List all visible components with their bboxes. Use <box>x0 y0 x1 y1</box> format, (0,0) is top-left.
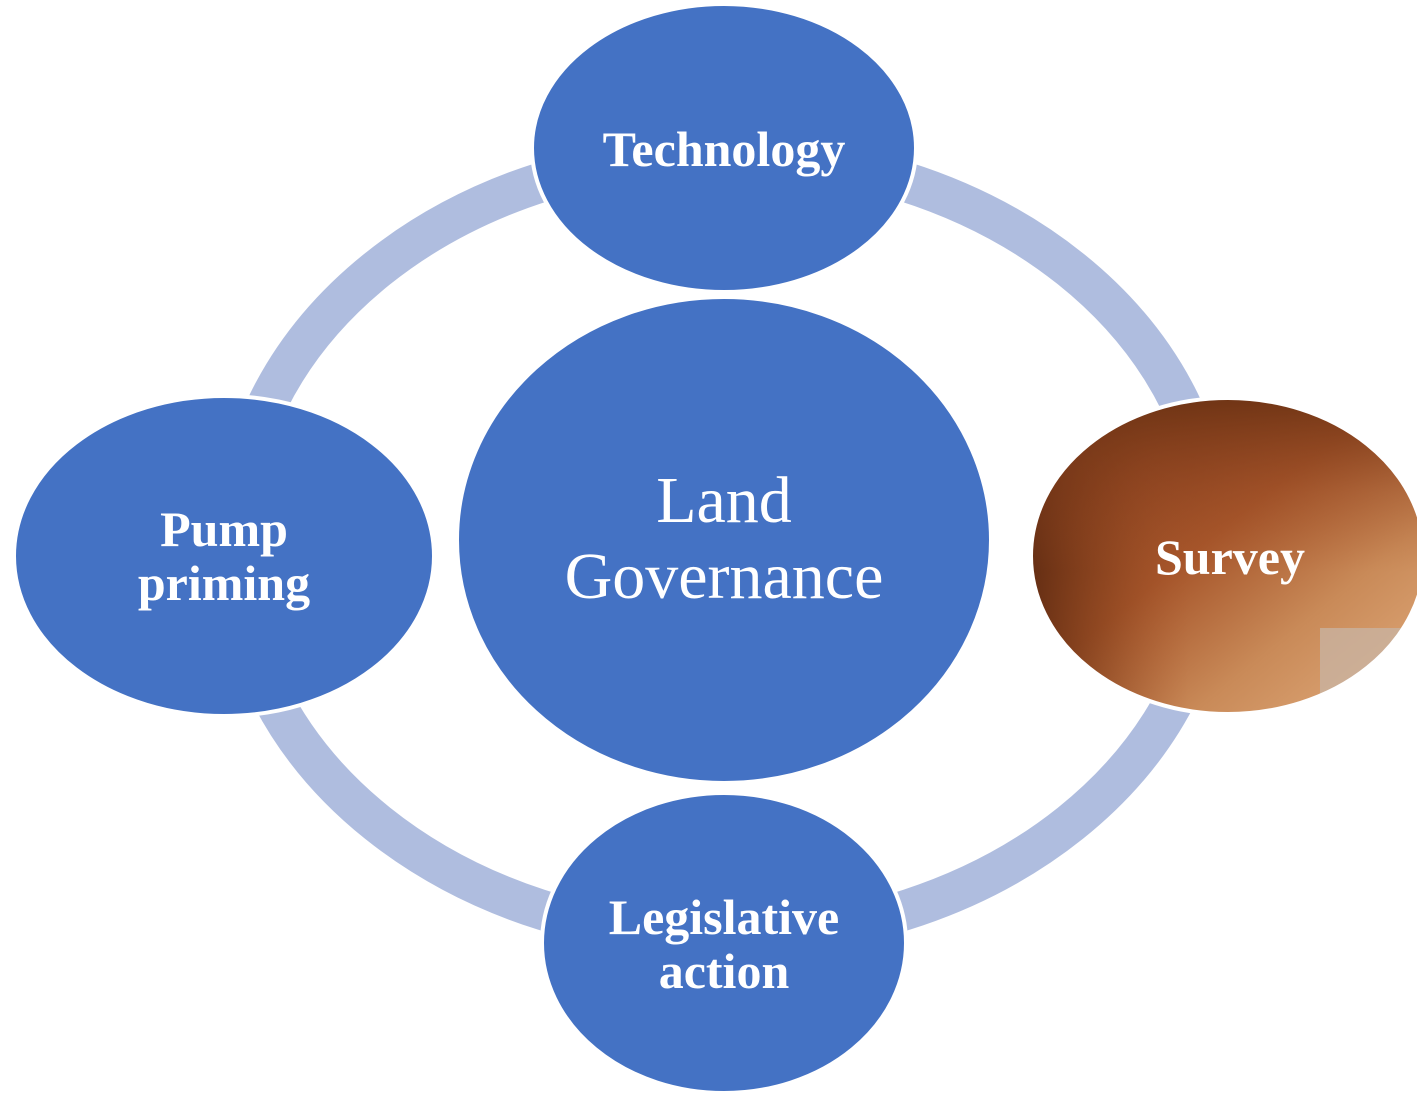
node-survey: Survey <box>1029 396 1417 716</box>
node-technology: Technology <box>530 2 918 294</box>
center-node-label-line-1: Land <box>656 464 792 537</box>
node-pump-priming-label-line-2: priming <box>138 555 310 611</box>
node-legislative-action-label-line-2: action <box>659 943 790 999</box>
node-legislative-action: Legislative action <box>540 791 908 1094</box>
center-node-label-line-2: Governance <box>565 540 884 613</box>
node-pump-priming: Pump priming <box>12 394 436 718</box>
node-technology-label: Technology <box>603 121 846 177</box>
center-node-land-governance: Land Governance <box>455 295 993 785</box>
node-legislative-action-label-line-1: Legislative <box>609 889 840 945</box>
node-pump-priming-label-line-1: Pump <box>160 501 288 557</box>
node-survey-label: Survey <box>1155 529 1305 585</box>
